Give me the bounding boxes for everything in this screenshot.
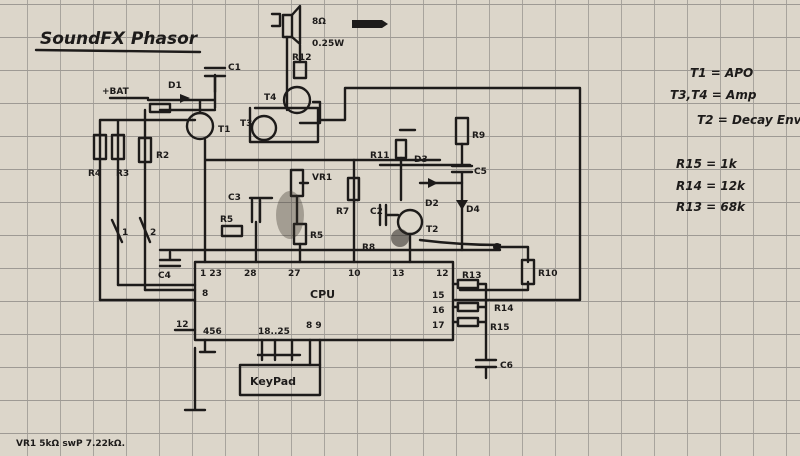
- cpu-label: CPU: [310, 288, 335, 301]
- label-T4: T4: [264, 93, 276, 103]
- cpu-pin-27: 27: [288, 269, 301, 279]
- cpu-pin-1-23: 1 23: [200, 269, 222, 279]
- label-R7: R7: [336, 207, 349, 217]
- cpu-pin-13: 13: [392, 269, 405, 279]
- label-R10: R10: [538, 269, 557, 279]
- cpu-pin-8: 8: [202, 289, 208, 299]
- label-R15: R15: [490, 323, 509, 333]
- legend-T3-T4: T3,T4 = Amp: [670, 88, 757, 102]
- resistor-base: [148, 102, 172, 114]
- cpu-pin-28: 28: [244, 269, 257, 279]
- label-R5-left: R5: [220, 215, 233, 225]
- label-T1: T1: [218, 125, 230, 135]
- resistor-R12: [292, 60, 308, 80]
- resistor-R3-left: [110, 133, 126, 161]
- cpu-pin-15: 15: [432, 291, 445, 301]
- resistor-R13: [456, 278, 480, 290]
- label-R12: R12: [292, 53, 311, 63]
- label-C5: C5: [474, 167, 487, 177]
- legend-R14: R14 = 12k: [676, 179, 746, 193]
- cpu-pin-18-25: 18..25: [258, 327, 290, 337]
- label-C1: C1: [228, 63, 241, 73]
- title-underline: [34, 48, 202, 54]
- resistor-R15: [456, 316, 480, 328]
- label-D2: D2: [425, 199, 439, 209]
- label-R2: R2: [156, 151, 169, 161]
- transistor-T4: [282, 85, 312, 115]
- smudge: [276, 191, 304, 239]
- label-VR1: VR1: [312, 173, 332, 183]
- resistor-R11: [394, 138, 408, 160]
- speaker-icon: [270, 4, 388, 46]
- footnote: VR1 5kΩ swP 7.22kΩ.: [16, 439, 125, 449]
- cpu-pin-10: 10: [348, 269, 361, 279]
- switches: [110, 216, 152, 244]
- label-C2: C2: [370, 207, 383, 217]
- label-R4: R4: [88, 169, 101, 179]
- smudge-2: [391, 229, 409, 247]
- transistor-T3: [250, 114, 278, 142]
- label-T3: T3: [240, 119, 252, 129]
- speaker-power: 0.25W: [312, 39, 344, 49]
- legend-T2: T2 = Decay Env.: [697, 113, 800, 127]
- label-R8: R8: [362, 243, 375, 253]
- cpu-chip: [193, 260, 455, 342]
- legend-T1: T1 = APO: [690, 66, 753, 80]
- keypad-label: KeyPad: [250, 375, 296, 388]
- resistor-R5-left: [220, 224, 244, 238]
- label-R5-right: R5: [310, 231, 323, 241]
- label-switch-1: 1: [122, 228, 128, 238]
- speaker-impedance: 8Ω: [312, 17, 326, 27]
- label-R9: R9: [472, 131, 485, 141]
- label-switch-2: 2: [150, 228, 156, 238]
- legend-R13: R13 = 68k: [676, 200, 746, 214]
- label-R11: R11: [370, 151, 389, 161]
- resistor-R14: [456, 301, 480, 313]
- title: SoundFX Phasor: [40, 29, 199, 49]
- legend-R15: R15 = 1k: [676, 157, 738, 171]
- label-C3: C3: [228, 193, 241, 203]
- label-R14: R14: [494, 304, 513, 314]
- label-C4: C4: [158, 271, 171, 281]
- label-C6: C6: [500, 361, 513, 371]
- label-R13: R13: [462, 271, 481, 281]
- cpu-pin-17: 17: [432, 321, 445, 331]
- resistor-R2: [137, 136, 153, 164]
- label-R3-left: R3: [116, 169, 129, 179]
- cpu-pin-12: 12: [436, 269, 449, 279]
- keypad: [238, 363, 322, 397]
- power-label: +BAT: [102, 87, 130, 97]
- label-D3: D3: [414, 155, 428, 165]
- cpu-pin-16: 16: [432, 306, 445, 316]
- cpu-pin-12-left: 12: [176, 320, 189, 330]
- diode-D4: [456, 200, 468, 210]
- diode-D1: [180, 94, 190, 103]
- label-T2: T2: [426, 225, 438, 235]
- resistor-R10: [520, 258, 536, 286]
- cpu-pin-8-9: 8 9: [306, 321, 322, 331]
- label-D4: D4: [466, 205, 480, 215]
- transistor-T1: [185, 111, 215, 141]
- resistor-R4: [92, 133, 108, 161]
- resistor-R9: [454, 116, 470, 146]
- label-D1: D1: [168, 81, 182, 91]
- cpu-pin-456: 456: [203, 327, 222, 337]
